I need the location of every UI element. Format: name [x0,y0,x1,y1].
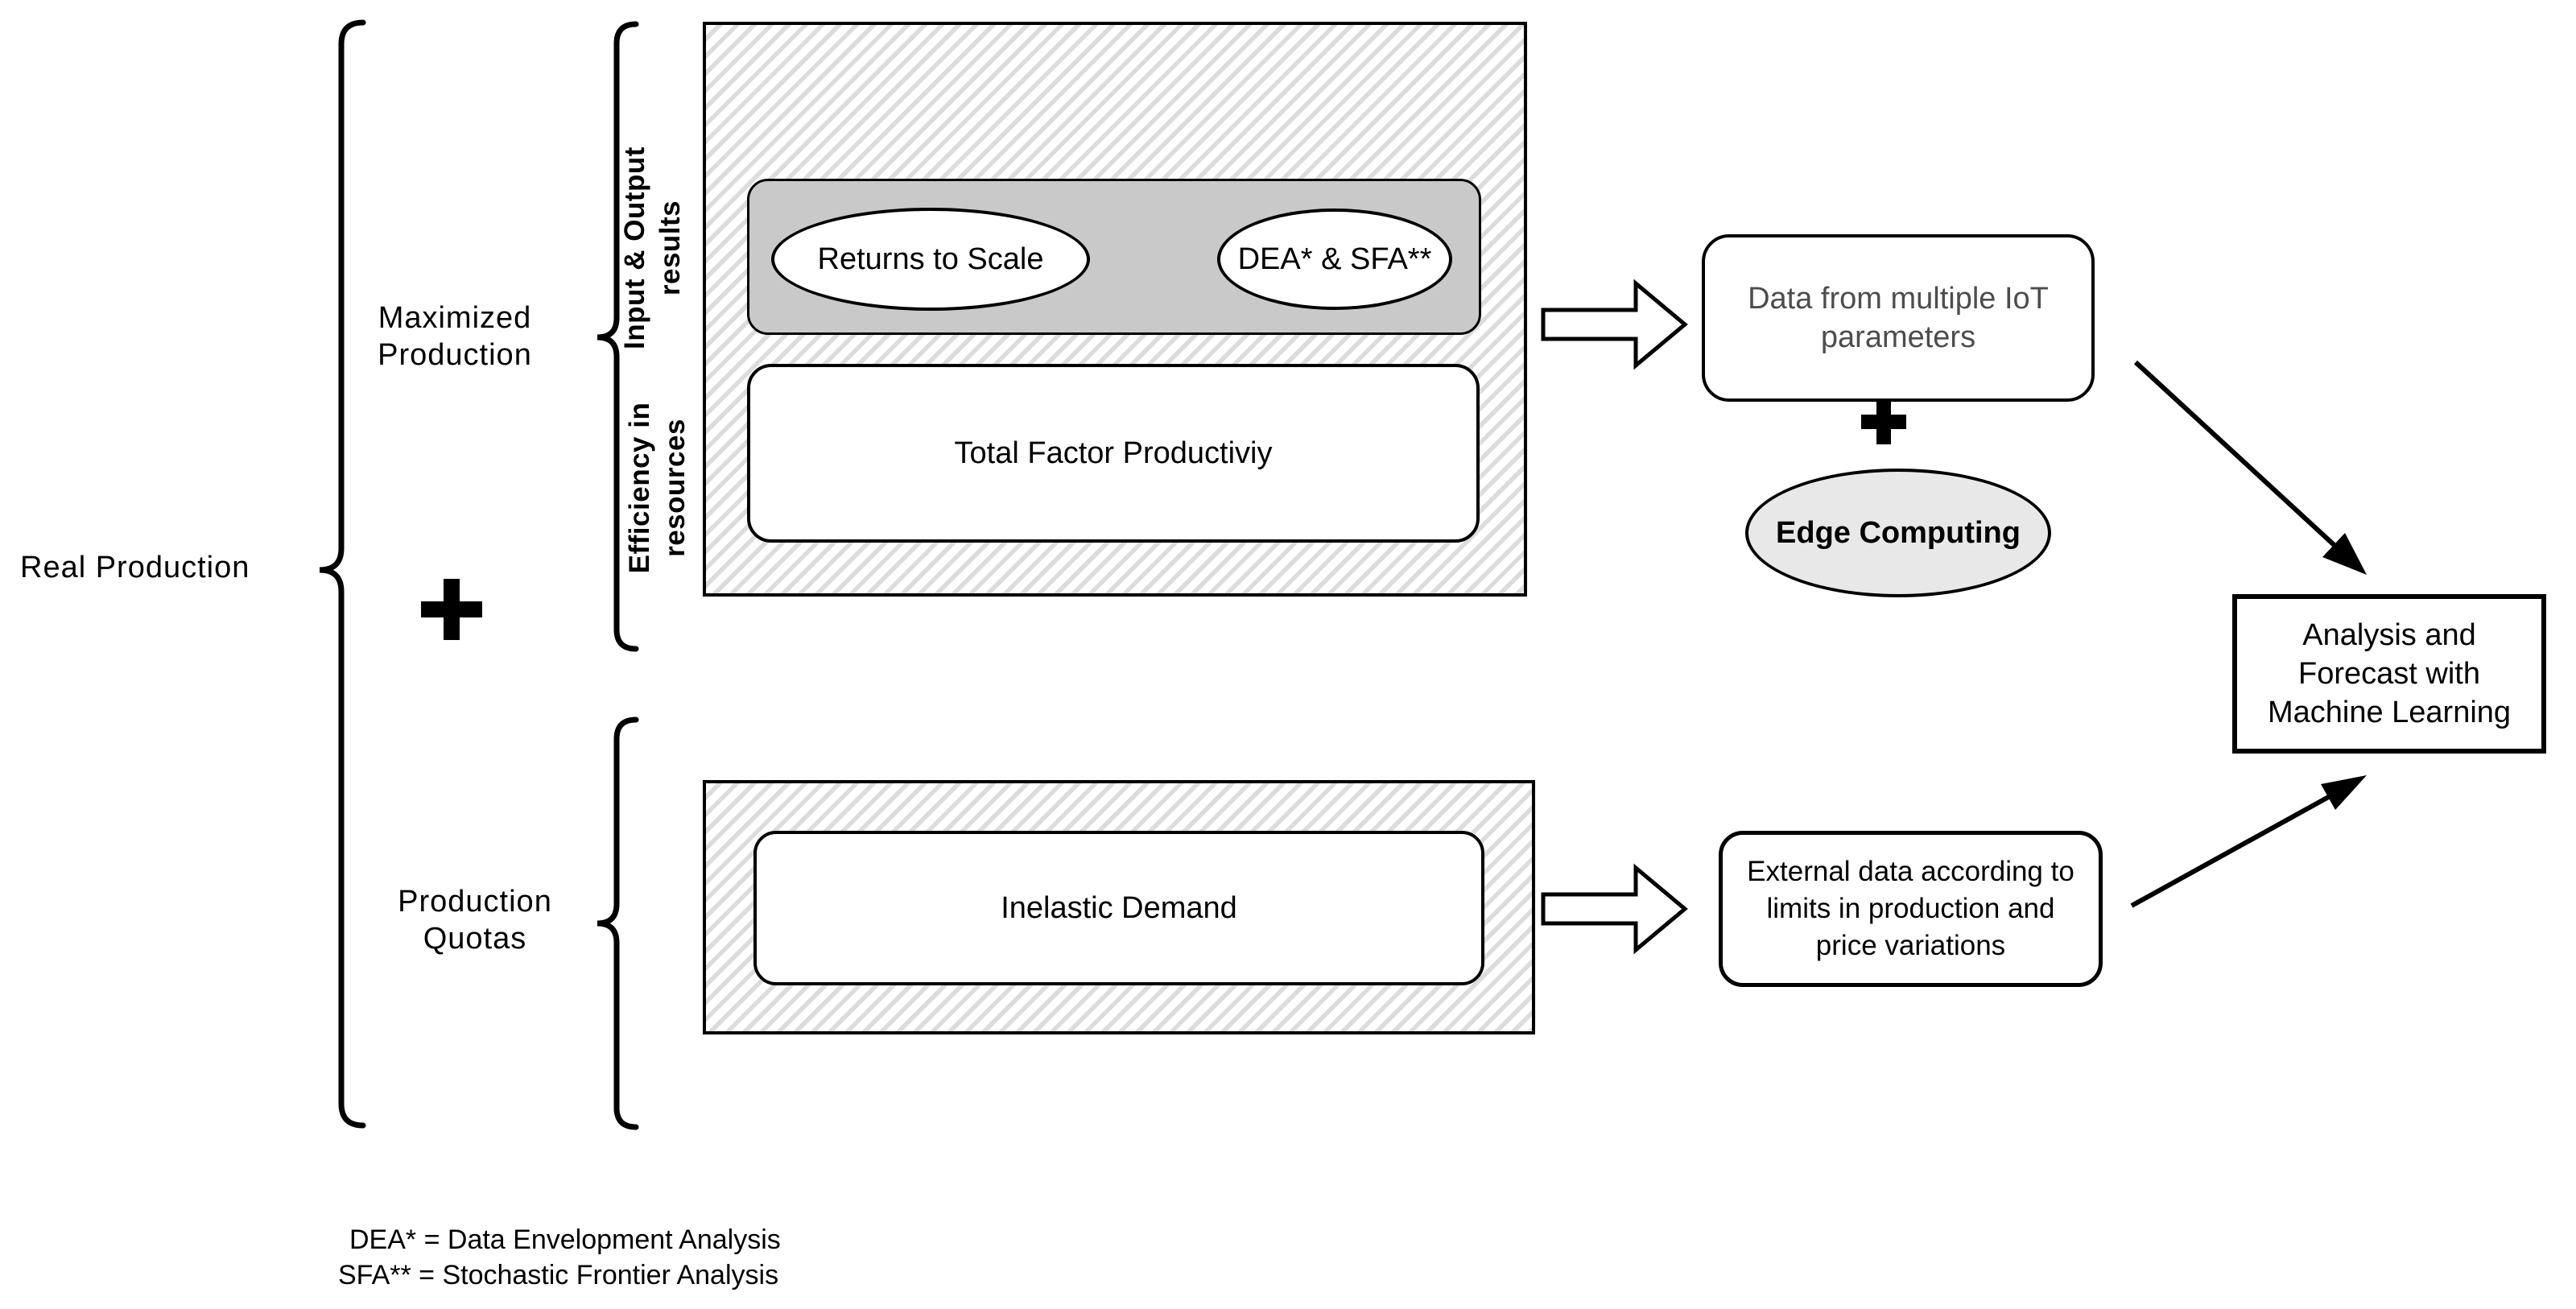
white-block-arrow-bottom-icon [1541,863,1688,955]
analysis-forecast-text: Analysis and Forecast with Machine Learn… [2267,618,2512,729]
dea-sfa-ellipse: DEA* & SFA** [1217,209,1452,310]
arrow-line-iot-to-analysis [2133,360,2341,551]
arrow-line-external-to-analysis [2130,792,2334,908]
real-production-label: Real Production [20,551,250,584]
iot-parameters-text: Data from multiple IoT parameters [1748,282,2049,354]
external-data-text: External data according to limits in pro… [1747,856,2074,961]
efficiency-resources-label: Efficiency in resources [624,402,691,574]
arrowhead-external-to-analysis-icon [2321,775,2367,810]
edge-computing-ellipse: Edge Computing [1745,469,2051,597]
returns-to-scale-ellipse: Returns to Scale [771,208,1090,311]
dea-sfa-text: DEA* & SFA** [1237,242,1432,276]
inelastic-demand-text: Inelastic Demand [1001,890,1237,925]
iot-parameters-box: Data from multiple IoT parameters [1702,234,2095,402]
arrowhead-iot-to-analysis-icon [2322,533,2367,575]
footnote-sfa: SFA** = Stochastic Frontier Analysis [338,1260,779,1290]
curly-brace-production-quotas-icon [597,716,639,1130]
maximized-production-label: Maximized Production [378,301,532,372]
analysis-forecast-box: Analysis and Forecast with Machine Learn… [2232,594,2546,754]
edge-computing-text: Edge Computing [1776,515,2021,550]
production-quotas-label: Production Quotas [398,885,552,956]
total-factor-productivity-box: Total Factor Productiviy [747,364,1480,543]
total-factor-productivity-text: Total Factor Productiviy [954,436,1273,470]
curly-brace-real-production-icon [319,19,366,1129]
inelastic-demand-box: Inelastic Demand [753,831,1484,985]
external-data-box: External data according to limits in pro… [1719,831,2103,987]
white-block-arrow-top-icon [1541,279,1688,370]
footnote-dea: DEA* = Data Envelopment Analysis [349,1224,781,1255]
returns-to-scale-text: Returns to Scale [817,242,1044,276]
